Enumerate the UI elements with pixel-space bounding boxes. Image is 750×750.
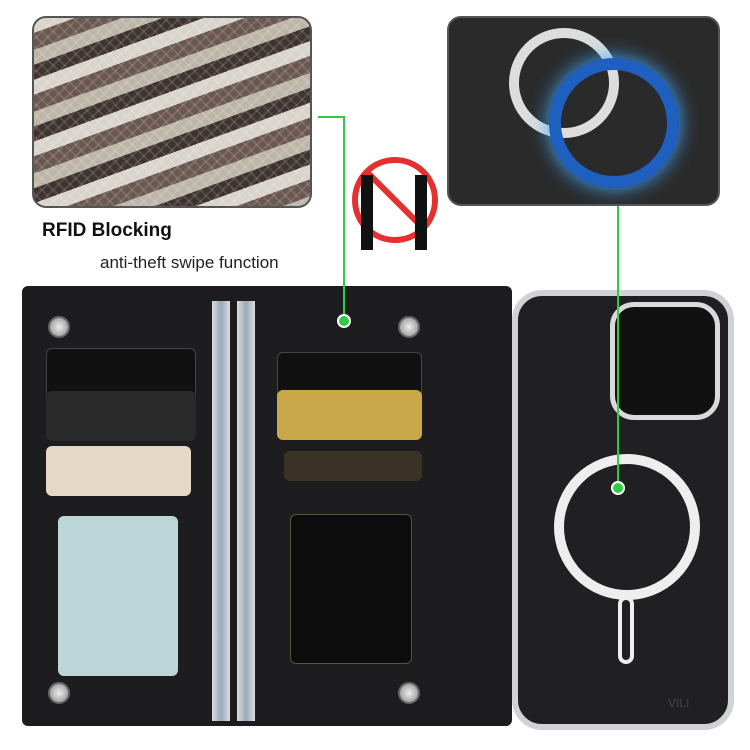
camera-module: [610, 302, 720, 420]
card: [290, 514, 412, 664]
brand-logo: VILI: [668, 696, 690, 710]
callout-line: [343, 116, 345, 321]
snap-button: [48, 682, 70, 704]
cash-slot: [212, 301, 230, 721]
no-skimming-icon: [352, 157, 438, 250]
rfid-fabric-closeup: [32, 16, 312, 208]
snap-button: [48, 316, 70, 338]
callout-line: [318, 116, 344, 118]
card: [58, 516, 178, 676]
card: [277, 390, 422, 440]
magsafe-closeup: [447, 16, 720, 206]
cash-slot: [237, 301, 255, 721]
snap-button: [398, 316, 420, 338]
card: [284, 451, 422, 481]
callout-dot: [337, 314, 351, 328]
magsafe-ring: [554, 454, 700, 600]
card: [46, 446, 191, 496]
card: [46, 391, 196, 441]
magnetic-phone-case: VILI: [512, 290, 734, 730]
snap-button: [398, 682, 420, 704]
alignment-bar: [618, 596, 634, 664]
callout-dot: [611, 481, 625, 495]
callout-line: [617, 206, 619, 484]
wallet-case: [22, 286, 512, 726]
feature-subtitle: anti-theft swipe function: [100, 253, 279, 272]
feature-title: RFID Blocking: [42, 220, 172, 241]
